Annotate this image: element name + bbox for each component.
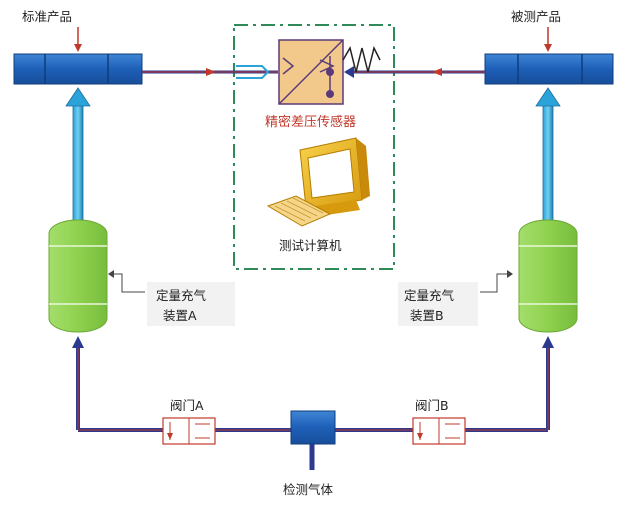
right-upper-pipe [535, 87, 561, 227]
standard-product-label: 标准产品 [22, 9, 72, 24]
bottom-pipe-network [72, 336, 554, 470]
filler-a-label-line1: 定量充气 [156, 288, 207, 303]
filler-b-label-bg [398, 282, 478, 326]
filler-tank-a [48, 219, 108, 333]
valve-a-icon [162, 417, 216, 445]
computer-label: 测试计算机 [279, 238, 342, 253]
test-unit-frame [233, 24, 395, 270]
filler-tank-b [518, 219, 578, 333]
tested-product-label: 被测产品 [511, 9, 561, 24]
test-gas-label: 检测气体 [283, 482, 334, 497]
keyboard-icon [266, 195, 332, 227]
computer-icon [299, 137, 370, 216]
gas-junction-box [290, 410, 336, 445]
filler-b-label-line2: 装置B [410, 308, 444, 323]
filler-b-label-line1: 定量充气 [404, 288, 455, 303]
valve-b-icon [412, 417, 466, 445]
sensor-label: 精密差压传感器 [265, 114, 356, 130]
left-sensor-line [142, 65, 278, 79]
right-sensor-line [344, 66, 485, 78]
filler-a-label-bg [147, 282, 235, 326]
tested-product-box [484, 53, 614, 85]
filler-a-label-line2: 装置A [163, 308, 197, 323]
tested-product-pointer [544, 27, 552, 52]
left-upper-pipe [65, 87, 91, 227]
valve-a-label: 阀门A [170, 398, 204, 413]
valve-b-label: 阀门B [415, 398, 449, 413]
standard-product-box [13, 53, 143, 85]
standard-product-pointer [74, 27, 82, 52]
filler-b-callout [480, 270, 513, 293]
filler-a-callout [108, 270, 145, 293]
differential-pressure-sensor-icon [278, 39, 381, 105]
